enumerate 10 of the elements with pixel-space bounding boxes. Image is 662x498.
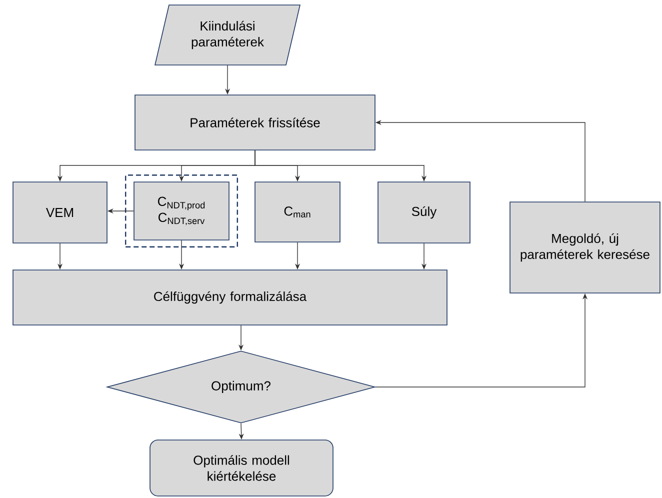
input-parallelogram: Kiindulási paraméterek	[154, 4, 300, 66]
process-box: C$_{NDT,prod}$ C$_{NDT,serv}$	[134, 182, 230, 240]
process-box: VEM	[12, 182, 108, 244]
process-box: Megoldó, új paraméterek keresése	[510, 202, 660, 294]
process-box: C$_{man}$	[254, 182, 340, 242]
dashed-group-frame	[125, 174, 238, 248]
process-box: Paraméterek frissítése	[134, 94, 376, 150]
process-box: Célfüggvény formalizálása	[12, 270, 448, 326]
process-box: Súly	[378, 182, 470, 244]
terminal-box: Optimális modell kiértékelése	[150, 440, 334, 496]
